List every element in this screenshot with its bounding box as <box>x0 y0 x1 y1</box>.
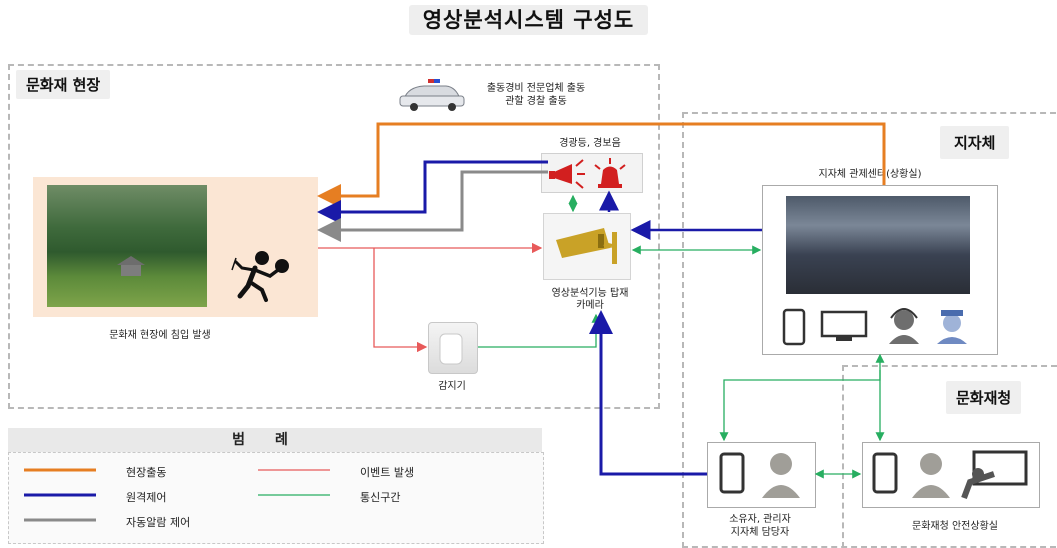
heritage-site-photo <box>47 185 207 307</box>
sensor-label: 감지기 <box>438 381 466 392</box>
legend-label-auto-alarm: 자동알람 제어 <box>126 516 191 529</box>
pavilion-icon <box>117 256 145 276</box>
camera-label-2: 카메라 <box>576 300 604 311</box>
remote-control-line <box>317 160 548 224</box>
police-car-icon <box>399 79 465 111</box>
warning-light-icon <box>594 158 626 188</box>
cctv-camera-icon <box>556 228 617 264</box>
legend-box <box>8 452 544 544</box>
comm-line-control-owner <box>719 370 881 442</box>
cha-region-label: 문화재청 <box>946 381 1022 414</box>
police-line-2: 관할 경찰 출동 <box>505 96 567 107</box>
dispatch-line <box>317 122 886 208</box>
event-line-sensor <box>373 248 428 353</box>
legend-label-remote: 원격제어 <box>126 491 167 504</box>
page-title: 영상분석시스템 구성도 <box>0 4 1057 35</box>
control-center-label: 지자체 관제센터(상황실) <box>818 169 922 180</box>
monitor-icon <box>820 310 868 341</box>
auto-alarm-line <box>317 170 548 242</box>
comm-line-sensor <box>478 313 601 348</box>
operator-headset-icon <box>889 308 919 344</box>
site-region-label: 문화재 현장 <box>16 70 111 99</box>
legend-label-comm: 통신구간 <box>360 491 401 504</box>
owner-person-icon <box>762 453 800 498</box>
legend-label-event: 이벤트 발생 <box>360 466 415 479</box>
local-gov-region-label: 지자체 <box>940 126 1010 159</box>
cha-person-icon <box>912 453 950 498</box>
cha-room-label: 문화재청 안전상황실 <box>912 521 998 532</box>
remote-owner-line <box>589 310 707 476</box>
siren-icon <box>549 159 585 189</box>
cha-phone-icon <box>872 452 898 494</box>
site-caption: 문화재 현장에 침입 발생 <box>109 330 211 341</box>
local-gov-region <box>682 112 1056 548</box>
smartphone-icon <box>782 308 806 346</box>
motion-sensor-icon <box>439 333 463 365</box>
intruder-icon <box>231 251 289 302</box>
cha-region <box>842 365 1057 548</box>
owner-phone-icon <box>719 452 745 494</box>
owner-label-2: 지자체 담당자 <box>730 527 790 538</box>
camera-label-1: 영상분석기능 탑재 <box>551 288 629 299</box>
legend-title: 범례 <box>8 428 542 452</box>
owner-label-1: 소유자, 관리자 <box>729 514 791 525</box>
alarm-label: 경광등, 경보음 <box>559 138 621 149</box>
security-guard-icon <box>937 310 967 344</box>
control-room-photo <box>786 196 970 294</box>
presenter-board-icon <box>961 450 1028 500</box>
site-region <box>8 64 660 409</box>
legend-label-dispatch: 현장출동 <box>126 466 167 479</box>
police-line-1: 출동경비 전문업체 출동 <box>486 83 586 94</box>
